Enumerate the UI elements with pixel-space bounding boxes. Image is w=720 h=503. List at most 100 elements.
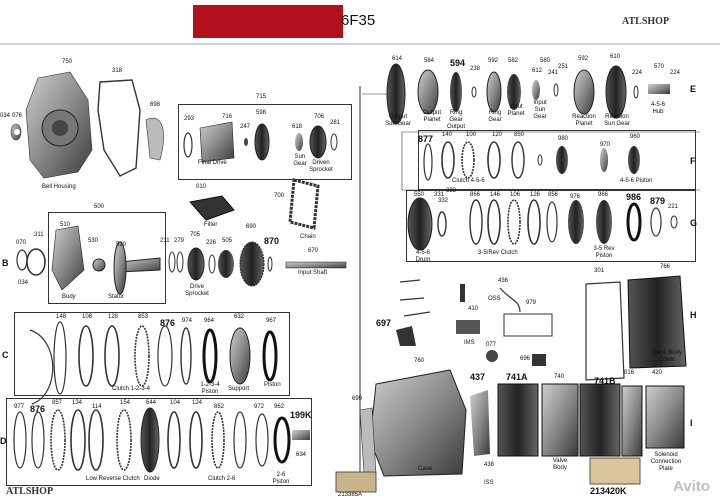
ims-label: IMS	[464, 340, 475, 346]
part-964-num: 964	[204, 318, 215, 324]
pump-box	[48, 212, 166, 304]
part-584-num: 584	[424, 58, 435, 64]
part-877-num: 877	[418, 134, 434, 144]
part-760-label: Case	[418, 466, 433, 472]
part-510-label: Body	[62, 294, 76, 300]
part-967-num: 967	[266, 318, 277, 324]
part-582-label: Input Planet	[507, 104, 525, 117]
part-594-label: Ring Gear Output	[446, 110, 465, 130]
part-134-num: 134	[72, 400, 83, 406]
part-857-num: 857	[52, 400, 63, 406]
part-715-num: 715	[256, 94, 267, 100]
clutch-1234-box	[14, 312, 290, 396]
row-label-i: I	[690, 418, 693, 428]
part-870-num: 870	[264, 236, 280, 246]
part-211-num: 211	[160, 238, 170, 244]
part-076-num: 076	[12, 113, 23, 119]
low-reverse-clutch-label: Low Reverse Clutch	[86, 476, 140, 482]
part-592-label: Ring Gear	[488, 110, 502, 123]
clutch-456-label: Clutch 4-5-6	[452, 178, 485, 184]
part-148-num: 148	[56, 314, 67, 320]
part-766-label: Valve Body Cover	[652, 350, 682, 363]
logo-bottom: ATLSHOP	[6, 486, 54, 497]
part-140-num: 140	[442, 132, 453, 138]
part-866-num: 866	[470, 192, 481, 198]
watermark: Avito	[673, 478, 710, 495]
part-634-num: 634	[296, 452, 307, 458]
piston-35rev-label: 3-5 Rev Piston	[593, 246, 615, 259]
part-690-num: 690	[246, 224, 257, 230]
part-582-num: 582	[508, 58, 519, 64]
part-124-num: 124	[192, 400, 203, 406]
part-612-num: 612	[532, 68, 543, 74]
kit-213420k-num: 213420K	[590, 486, 627, 496]
part-584-label: Output Planet	[422, 110, 441, 123]
part-436-num: 436	[498, 278, 509, 284]
clutch-1234-label: Clutch 1-2-3-4	[112, 386, 151, 392]
part-332-num: 332	[438, 198, 449, 204]
part-438-num: 438	[484, 462, 495, 468]
part-505-num: 505	[222, 238, 233, 244]
part-716-label: Final Drive	[198, 160, 227, 166]
row-label-b: B	[2, 258, 9, 268]
part-318-num: 318	[112, 68, 123, 74]
part-700-label: Chain	[300, 234, 316, 240]
part-644-num: 644	[146, 400, 157, 406]
part-106-num: 106	[510, 192, 521, 198]
part-766-num: 766	[660, 264, 671, 270]
iss-label: ISS	[484, 480, 494, 486]
part-108-num: 108	[82, 314, 93, 320]
title-redaction-bar	[193, 5, 343, 38]
part-420-num: 420	[652, 370, 663, 376]
part-594-num: 594	[450, 58, 466, 68]
part-706-num: 706	[314, 114, 325, 120]
part-510-num: 510	[60, 222, 71, 228]
part-632-num: 632	[234, 314, 245, 320]
part-592-num: 592	[488, 58, 499, 64]
part-706-label: Driven Sprocket	[309, 160, 333, 173]
part-853-num: 853	[138, 314, 149, 320]
row-g-box	[406, 190, 696, 262]
part-104-num: 104	[170, 400, 181, 406]
part-960-num: 960	[630, 134, 641, 140]
part-070-num: 070	[16, 240, 27, 246]
clutch-35rev-label: 3-5/Rev Clutch	[478, 250, 518, 256]
part-114-num: 114	[92, 404, 102, 410]
row-label-f: F	[690, 156, 696, 166]
part-618-label: Sun Gear	[293, 154, 307, 167]
final-drive-box	[178, 104, 352, 180]
part-279-num: 279	[174, 238, 185, 244]
part-986-num: 986	[626, 192, 642, 202]
part-592r-label: Reaction Planet	[572, 114, 596, 127]
part-530-num: 530	[88, 238, 99, 244]
part-550-num: 550	[414, 192, 425, 198]
part-199k-num: 199K	[290, 410, 312, 420]
part-741a-num: 741A	[506, 372, 528, 382]
part-610-label: Reaction Sun Gear	[604, 114, 630, 127]
part-750-num: 750	[62, 59, 73, 65]
piston-c-label: Piston	[264, 382, 281, 388]
part-760-num: 760	[414, 358, 425, 364]
part-976-num: 976	[570, 194, 581, 200]
part-592r-num: 592	[578, 56, 589, 62]
row-label-c: C	[2, 350, 9, 360]
part-293-num: 293	[184, 116, 195, 122]
part-618-num: 618	[292, 124, 303, 130]
part-420-label: Solenoid Connection Plate	[650, 452, 682, 472]
row-f-box	[418, 130, 696, 190]
part-740-num: 740	[554, 374, 565, 380]
part-331-num: 331	[434, 192, 445, 198]
part-311-num: 311	[34, 232, 44, 238]
part-670-num: 670	[308, 248, 319, 254]
part-251-num: 251	[558, 64, 569, 70]
part-100-num: 100	[466, 132, 477, 138]
part-128-num: 128	[108, 314, 119, 320]
part-876d-num: 876	[30, 404, 46, 414]
logo-top: ATLSHOP	[622, 16, 670, 27]
page-title: 6F35	[341, 12, 376, 29]
part-034b-num: 034	[18, 280, 29, 286]
part-850-num: 850	[514, 132, 525, 138]
part-520-label: Stator	[108, 294, 125, 300]
part-247-num: 247	[240, 124, 251, 130]
